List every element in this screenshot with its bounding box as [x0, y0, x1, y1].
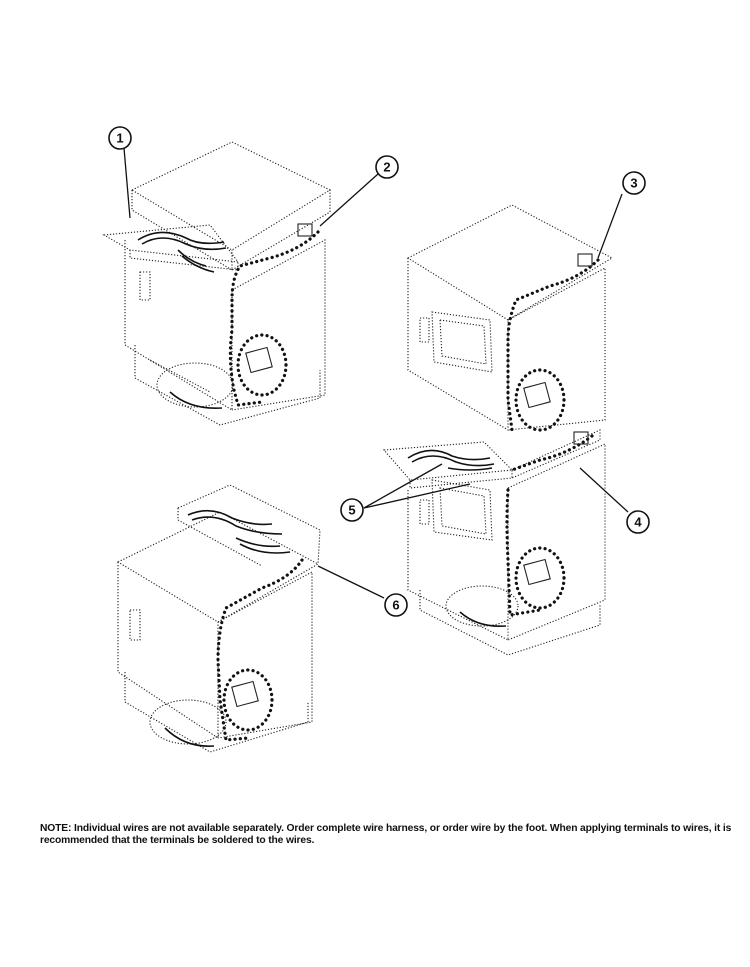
- svg-text:6: 6: [392, 598, 399, 613]
- svg-text:2: 2: [383, 160, 390, 175]
- callout-5: 5: [340, 498, 364, 522]
- svg-text:4: 4: [634, 515, 642, 530]
- leader-lines: [123, 147, 629, 599]
- callout-4: 4: [626, 510, 650, 534]
- svg-text:5: 5: [348, 503, 355, 518]
- parts-note: NOTE: Individual wires are not available…: [40, 823, 732, 846]
- callout-2: 2: [375, 155, 399, 179]
- callout-6: 6: [384, 593, 408, 617]
- svg-text:3: 3: [630, 176, 637, 191]
- callout-3: 3: [622, 171, 646, 195]
- dryer-bottom-left: [116, 484, 321, 753]
- svg-text:1: 1: [116, 131, 123, 146]
- dryer-top-left: [102, 141, 332, 426]
- callout-1: 1: [108, 126, 132, 150]
- stacked-washer-dryer: [382, 204, 614, 656]
